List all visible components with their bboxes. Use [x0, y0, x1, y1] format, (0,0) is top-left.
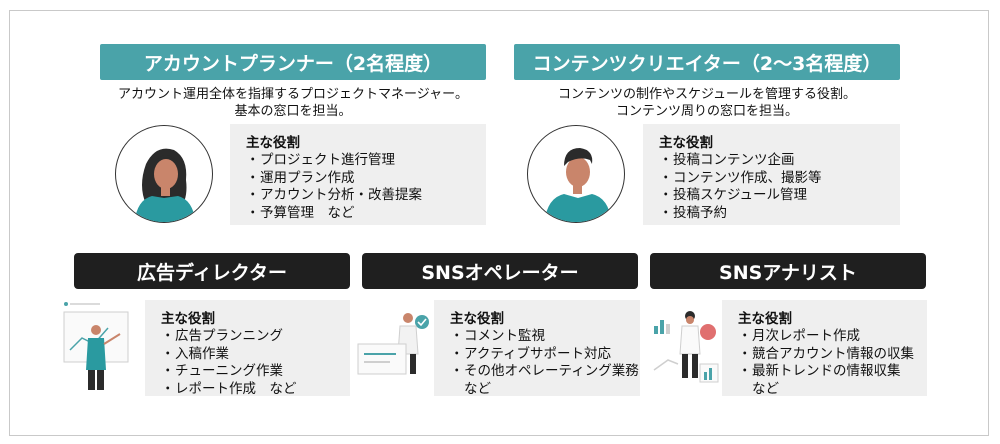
role-item-text: 投稿予約	[673, 204, 727, 221]
desc-line: コンテンツ周りの窓口を担当。	[615, 104, 798, 119]
role-item: ・その他オペレーティング業務	[450, 363, 639, 381]
sns-operator-header: SNSオペレーター	[362, 253, 638, 289]
desc-line: コンテンツの制作やスケジュールを管理する役割。	[557, 87, 857, 102]
sns-analyst-roles: 主な役割 ・月次レポート作成 ・競合アカウント情報の収集 ・最新トレンドの情報収…	[722, 300, 927, 397]
presentation-illustration-icon	[60, 300, 136, 392]
role-item: ・コメント監視	[450, 328, 628, 346]
role-title: 主な役割	[161, 311, 215, 327]
man-avatar-icon	[527, 125, 625, 223]
bullet: ・	[246, 204, 260, 221]
role-item: ・予算管理 など	[246, 205, 474, 223]
bullet: ・	[738, 345, 752, 362]
bullet: ・	[450, 345, 464, 362]
ad-director-header: 広告ディレクター	[74, 253, 350, 289]
role-item-text: 運用プラン作成	[260, 169, 355, 186]
content-creator-description: コンテンツの制作やスケジュールを管理する役割。 コンテンツ周りの窓口を担当。	[514, 86, 900, 120]
role-title: 主な役割	[246, 135, 300, 151]
content-creator-roles: 主な役割 ・投稿コンテンツ企画 ・コンテンツ作成、撮影等 ・投稿スケジュール管理…	[643, 124, 900, 225]
role-item-text: 投稿スケジュール管理	[673, 187, 808, 203]
bullet: ・	[161, 345, 175, 362]
bullet: ・	[450, 363, 464, 379]
role-item: ・投稿コンテンツ企画	[659, 152, 888, 170]
bullet: ・	[738, 363, 752, 379]
analyst-illustration-icon	[648, 306, 722, 386]
role-item: ・投稿予約	[659, 205, 888, 223]
bullet: ・	[246, 187, 260, 203]
role-item-text: 予算管理 など	[260, 204, 355, 221]
role-item-extra: など	[464, 380, 491, 397]
role-item-text: 競合アカウント情報の収集	[752, 345, 914, 362]
content-creator-header: コンテンツクリエイター（2～3名程度）	[514, 44, 900, 80]
desc-line: アカウント運用全体を指揮するプロジェクトマネージャー。	[118, 87, 468, 102]
role-item-text: 投稿コンテンツ企画	[673, 152, 795, 168]
bullet: ・	[246, 152, 260, 168]
bullet: ・	[161, 328, 175, 344]
bullet: ・	[659, 187, 673, 203]
role-item-text: アクティブサポート対応	[464, 345, 612, 362]
role-item-text: プロジェクト進行管理	[260, 152, 395, 168]
role-title: 主な役割	[659, 135, 713, 151]
role-item: ・チューニング作業	[161, 363, 338, 381]
role-item-text: 広告プランニング	[175, 328, 283, 344]
role-item: ・アクティブサポート対応	[450, 346, 628, 364]
role-item-extra: など	[752, 380, 779, 397]
sns-operator-roles: 主な役割 ・コメント監視 ・アクティブサポート対応 ・その他オペレーティング業務…	[434, 300, 640, 397]
operator-illustration-icon	[356, 310, 434, 382]
role-title: 主な役割	[450, 311, 504, 327]
bullet: ・	[659, 204, 673, 221]
role-item: ・コンテンツ作成、撮影等	[659, 170, 888, 188]
role-item-text: コンテンツ作成、撮影等	[673, 169, 822, 186]
role-item-text: 入稿作業	[175, 345, 229, 362]
ad-director-roles: 主な役割 ・広告プランニング ・入稿作業 ・チューニング作業 ・レポート作成 な…	[145, 300, 350, 399]
role-item: ・アカウント分析・改善提案	[246, 187, 474, 205]
bullet: ・	[659, 169, 673, 186]
account-planner-header: アカウントプランナー（2名程度）	[100, 44, 486, 80]
role-item: ・広告プランニング	[161, 328, 338, 346]
bullet: ・	[738, 328, 752, 344]
role-item: ・競合アカウント情報の収集	[738, 346, 915, 364]
bullet: ・	[450, 328, 464, 344]
role-item-text: チューニング作業	[175, 363, 283, 379]
role-item-text: レポート作成 など	[175, 380, 297, 397]
role-item: ・レポート作成 など	[161, 381, 338, 399]
role-item-text: 月次レポート作成	[752, 328, 860, 344]
sns-analyst-header: SNSアナリスト	[650, 253, 926, 289]
role-item-text: コメント監視	[464, 328, 545, 344]
role-item-text: その他オペレーティング業務	[464, 363, 639, 379]
role-item: ・月次レポート作成	[738, 328, 915, 346]
bullet: ・	[161, 380, 175, 397]
desc-line: 基本の窓口を担当。	[234, 104, 352, 119]
bullet: ・	[246, 169, 260, 186]
account-planner-description: アカウント運用全体を指揮するプロジェクトマネージャー。 基本の窓口を担当。	[100, 86, 486, 120]
role-item: ・投稿スケジュール管理	[659, 187, 888, 205]
role-item: ・最新トレンドの情報収集	[738, 363, 915, 381]
role-item-text: 最新トレンドの情報収集	[752, 363, 901, 379]
role-item: ・入稿作業	[161, 346, 338, 364]
role-item-text: アカウント分析・改善提案	[260, 187, 422, 203]
woman-avatar-icon	[115, 125, 213, 223]
bullet: ・	[659, 152, 673, 168]
account-planner-roles: 主な役割 ・プロジェクト進行管理 ・運用プラン作成 ・アカウント分析・改善提案 …	[230, 124, 486, 225]
bullet: ・	[161, 363, 175, 379]
role-item: ・運用プラン作成	[246, 170, 474, 188]
role-item: ・プロジェクト進行管理	[246, 152, 474, 170]
role-title: 主な役割	[738, 311, 792, 327]
